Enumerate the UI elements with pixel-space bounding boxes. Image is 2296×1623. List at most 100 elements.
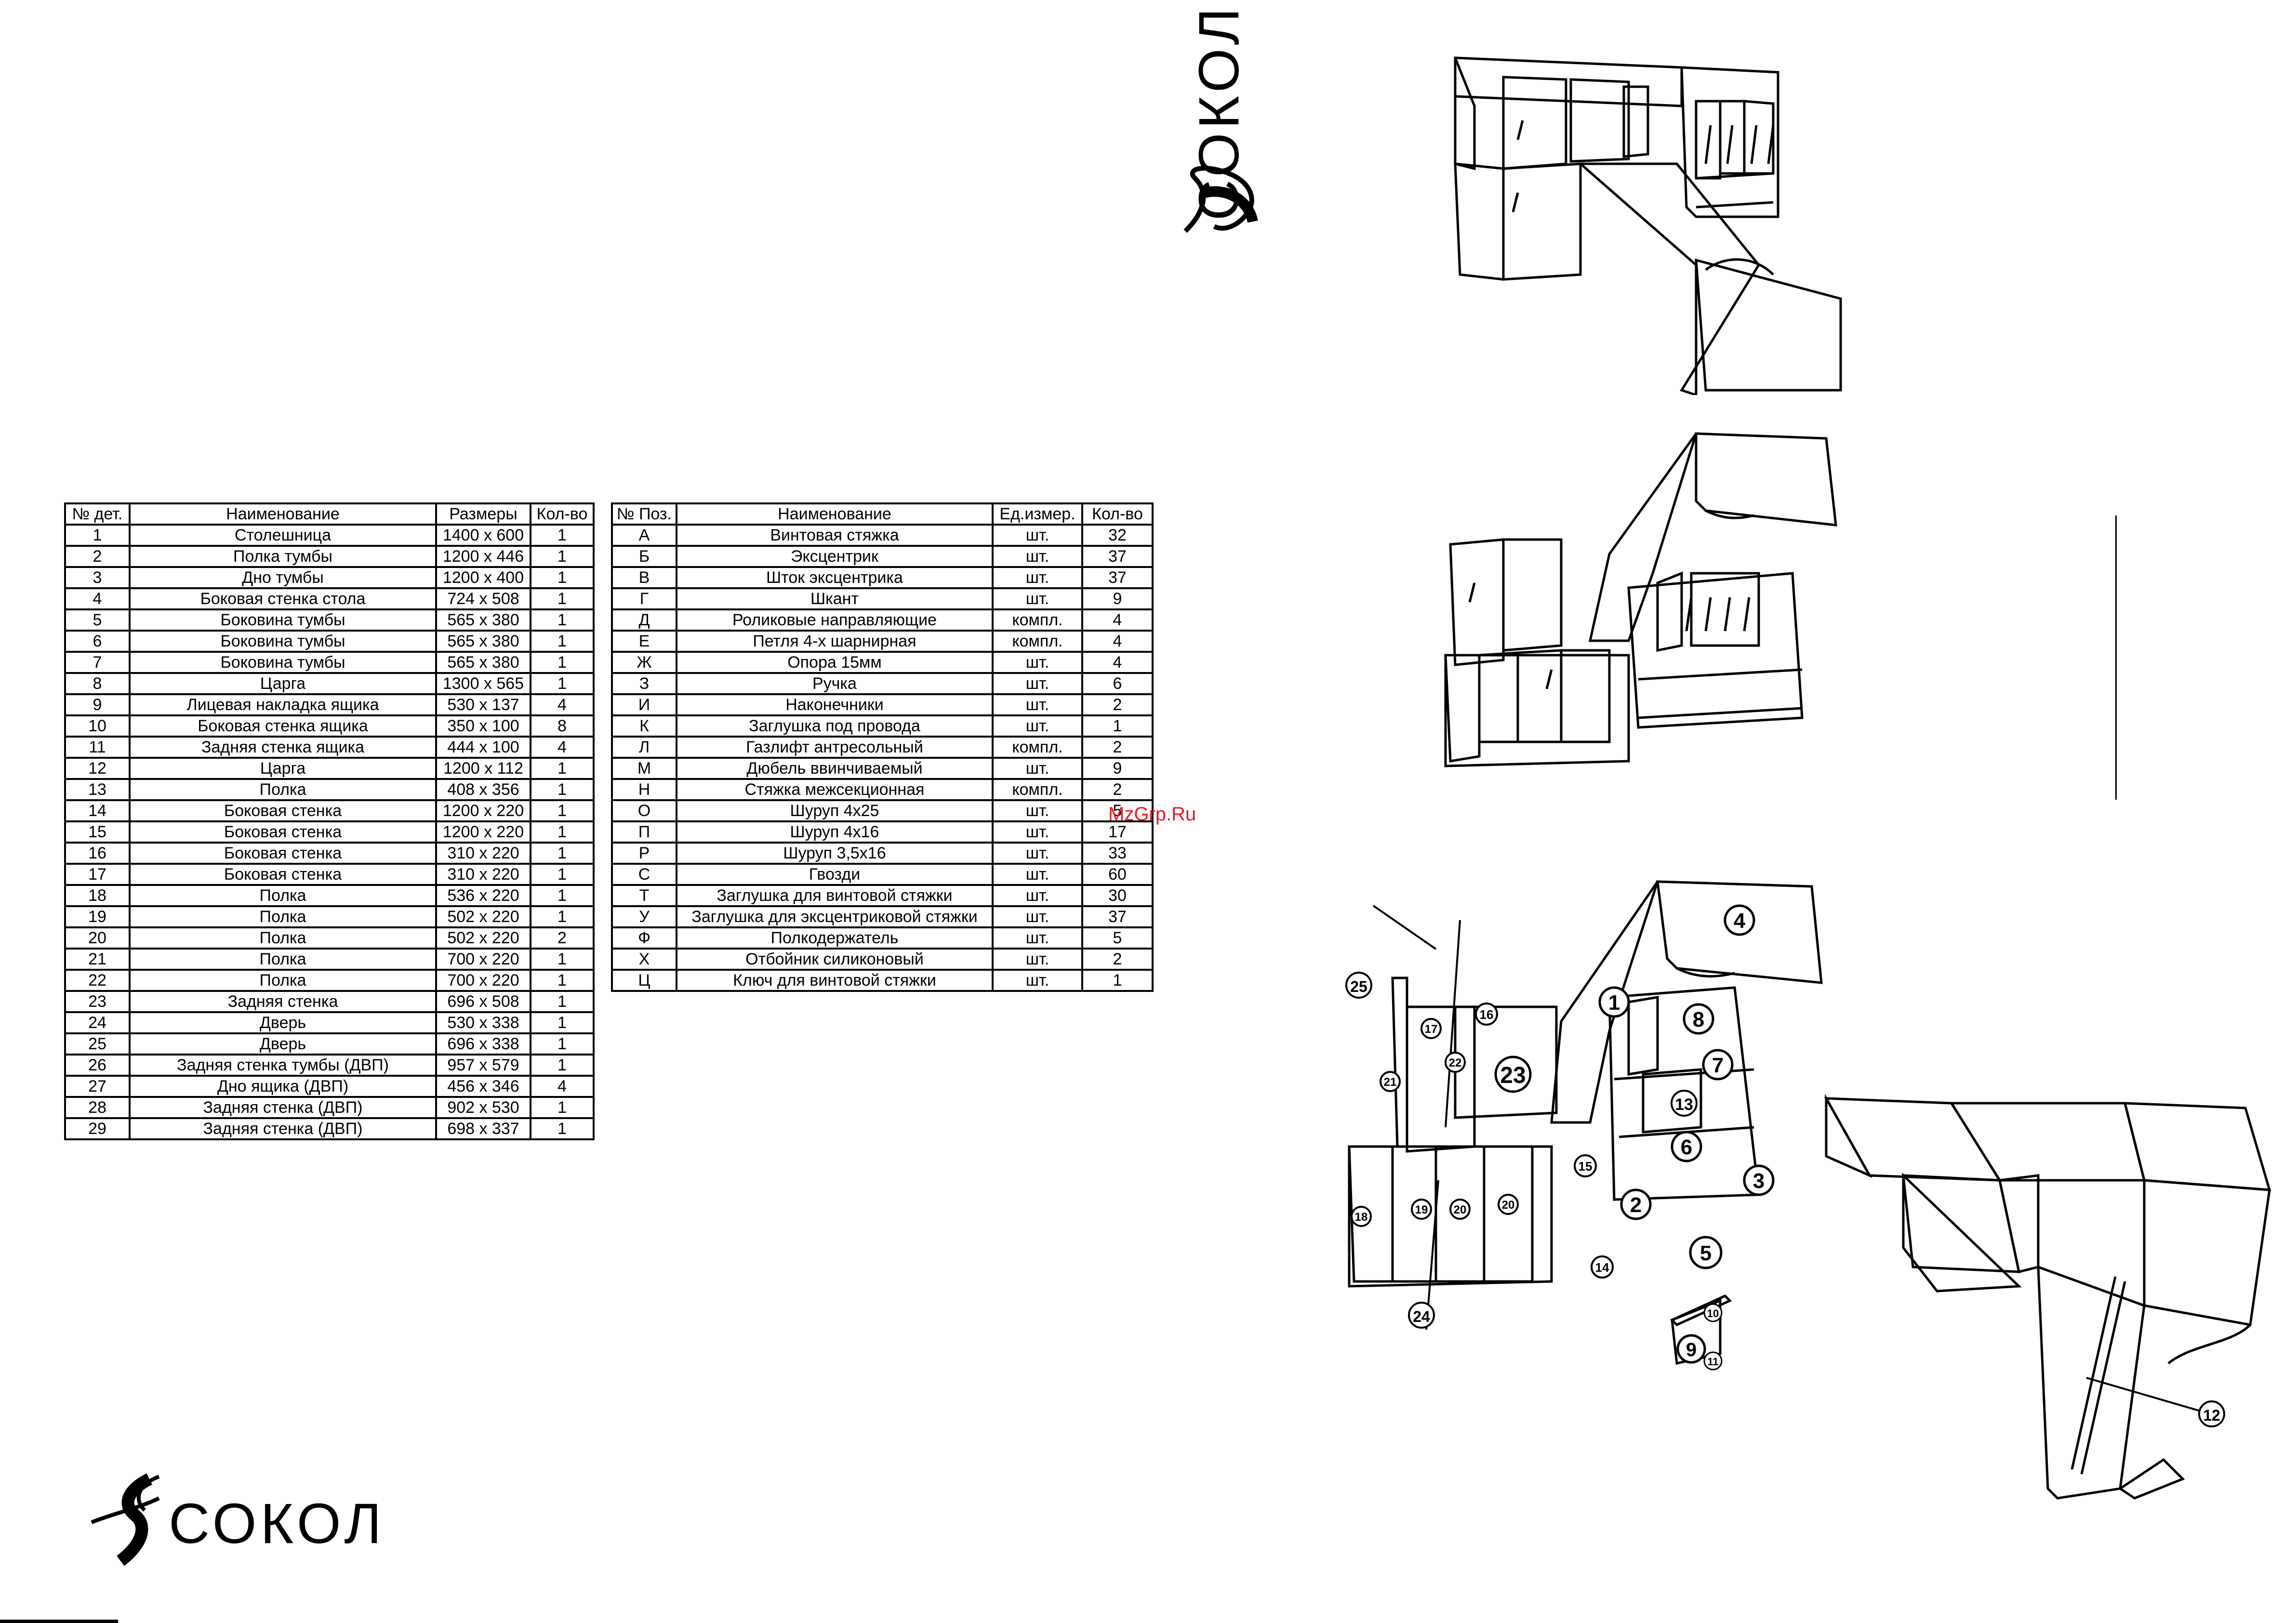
- table-cell: 444 x 100: [435, 736, 531, 759]
- table-cell: Полкодержатель: [676, 926, 994, 950]
- table-cell: Шуруп 4x25: [676, 799, 994, 822]
- table-cell: 565 x 380: [435, 651, 531, 674]
- table-cell: компл.: [992, 630, 1083, 653]
- table-cell: Д: [611, 608, 677, 632]
- table-cell: 60: [1081, 863, 1154, 886]
- table-cell: Газлифт антресольный: [676, 736, 994, 759]
- table-cell: 502 x 220: [435, 905, 531, 928]
- table-cell: Наконечники: [676, 693, 994, 716]
- column-header: Ед.измер.: [992, 502, 1083, 526]
- table-cell: Столешница: [129, 524, 437, 547]
- table-cell: Полка: [129, 905, 437, 928]
- callout-21: 21: [1380, 1071, 1401, 1092]
- table-cell: Дюбель ввинчиваемый: [676, 757, 994, 780]
- table-cell: Боковая стенка: [129, 820, 437, 844]
- column-header: Кол-во: [1081, 502, 1154, 526]
- table-cell: Шуруп 4x16: [676, 820, 994, 844]
- table-cell: Царга: [129, 672, 437, 695]
- table-cell: 8: [64, 672, 131, 695]
- table-cell: Винтовая стяжка: [676, 524, 994, 547]
- table-cell: компл.: [992, 736, 1083, 759]
- brand-logo-vertical: СОКОЛ: [1176, 4, 1272, 241]
- page-edge-bar: [0, 1620, 118, 1623]
- table-cell: 2: [1081, 693, 1154, 716]
- table-cell: шт.: [992, 820, 1083, 844]
- column-header: Наименование: [129, 502, 437, 526]
- callout-4: 4: [1724, 904, 1755, 936]
- table-cell: Заглушка для эксцентриковой стяжки: [676, 905, 994, 928]
- table-cell: Задняя стенка ящика: [129, 736, 437, 759]
- table-cell: 1: [530, 820, 595, 844]
- table-cell: шт.: [992, 672, 1083, 695]
- table-cell: шт.: [992, 863, 1083, 886]
- table-cell: 2: [1081, 948, 1154, 971]
- table-cell: 1: [1081, 714, 1154, 738]
- table-cell: 310 x 220: [435, 842, 531, 865]
- callout-25: 25: [1345, 972, 1372, 999]
- table-cell: шт.: [992, 693, 1083, 716]
- table-cell: Роликовые направляющие: [676, 608, 994, 632]
- table-cell: 1: [530, 799, 595, 822]
- table-cell: 565 x 380: [435, 608, 531, 632]
- table-cell: Н: [611, 778, 677, 801]
- callout-5: 5: [1689, 1236, 1723, 1269]
- table-cell: О: [611, 799, 677, 822]
- exploded-view-diagram: 1 2 3 4 5 6 7 8 9 10 11 13 14 15 16 17 1…: [1345, 880, 1823, 1371]
- table-cell: 2: [530, 926, 595, 950]
- table-cell: 700 x 220: [435, 948, 531, 971]
- table-cell: 9: [1081, 757, 1154, 780]
- table-cell: шт.: [992, 714, 1083, 738]
- table-cell: 5: [1081, 799, 1154, 822]
- table-cell: В: [611, 566, 677, 589]
- table-cell: 1400 x 600: [435, 524, 531, 547]
- table-cell: А: [611, 524, 677, 547]
- callout-19: 19: [1411, 1199, 1432, 1220]
- table-cell: 12: [64, 757, 131, 780]
- table-cell: шт.: [992, 948, 1083, 971]
- table-cell: 6: [64, 630, 131, 653]
- table-cell: Лицевая накладка ящика: [129, 693, 437, 716]
- table-cell: Полка: [129, 969, 437, 992]
- table-cell: Р: [611, 842, 677, 865]
- table-cell: 1: [530, 672, 595, 695]
- table-cell: Задняя стенка (ДВП): [129, 1096, 437, 1119]
- svg-text:10: 10: [1707, 1307, 1719, 1320]
- svg-text:6: 6: [1681, 1135, 1692, 1159]
- table-cell: 350 x 100: [435, 714, 531, 738]
- callout-2: 2: [1620, 1188, 1652, 1220]
- table-cell: Дверь: [129, 1032, 437, 1056]
- table-cell: Стяжка межсекционная: [676, 778, 994, 801]
- table-cell: Заглушка под провода: [676, 714, 994, 738]
- callout-14: 14: [1591, 1255, 1614, 1279]
- table-cell: Заглушка для винтовой стяжки: [676, 884, 994, 907]
- callout-20a: 20: [1449, 1199, 1471, 1220]
- table-header-row: № дет. Наименование Размеры Кол-во: [64, 502, 595, 526]
- table-cell: 700 x 220: [435, 969, 531, 992]
- callout-1: 1: [1598, 986, 1630, 1018]
- table-cell: М: [611, 757, 677, 780]
- table-cell: 1: [530, 948, 595, 971]
- table-cell: 37: [1081, 545, 1154, 568]
- table-cell: Царга: [129, 757, 437, 780]
- table-cell: Гвозди: [676, 863, 994, 886]
- desk-frame-view: 12: [1824, 1094, 2271, 1500]
- brand-name: СОКОЛ: [169, 1492, 385, 1556]
- table-cell: Опора 15мм: [676, 651, 994, 674]
- table-cell: 30: [1081, 884, 1154, 907]
